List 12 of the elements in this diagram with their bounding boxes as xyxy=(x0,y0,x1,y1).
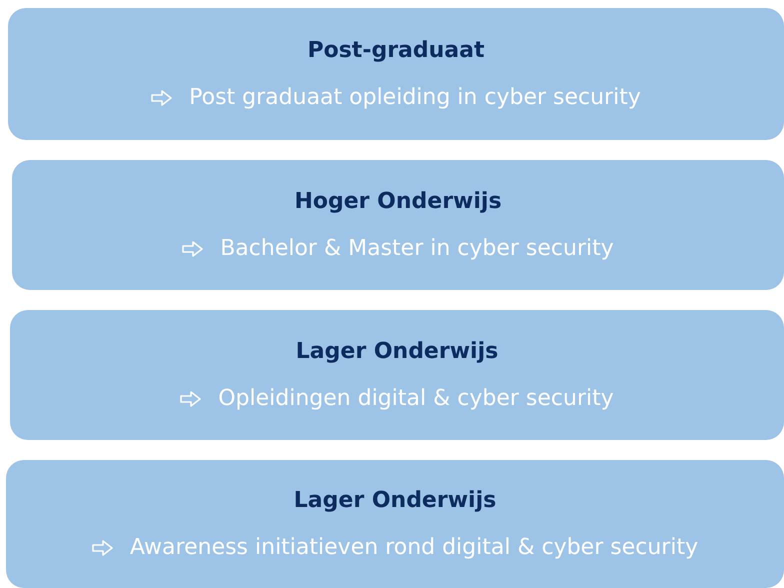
level-box xyxy=(6,460,784,588)
box-text: Post graduaat opleiding in cyber security xyxy=(189,85,641,110)
level-box xyxy=(12,160,784,290)
box-text: Bachelor & Master in cyber security xyxy=(220,236,614,261)
box-heading: Lager Onderwijs xyxy=(296,339,498,364)
level-box xyxy=(10,310,784,440)
box-text: Opleidingen digital & cyber security xyxy=(218,386,614,411)
box-heading: Lager Onderwijs xyxy=(294,488,496,513)
level-box xyxy=(8,8,784,140)
box-heading: Post-graduaat xyxy=(307,38,485,63)
box-heading: Hoger Onderwijs xyxy=(294,189,502,214)
box-text: Awareness initiatieven rond digital & cyber security xyxy=(130,535,698,560)
